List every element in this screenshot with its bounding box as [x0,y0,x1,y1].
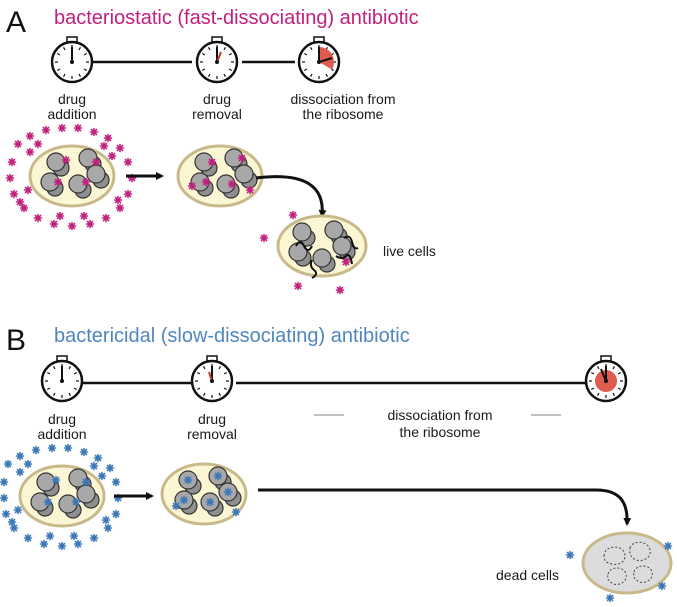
stopwatch-icon [50,35,94,84]
stopwatch-icon [297,35,341,84]
panel-b-step2-line1: drug [198,411,226,427]
panel-b-step3-line2: the ribosome [400,424,481,440]
panel-a-cell-drug-added [28,144,116,208]
panel-a-letter: A [6,6,26,39]
panel-a-outcome: live cells [383,243,436,259]
panel-b-letter: B [6,324,26,357]
panel-b-step3-line1: dissociation from [387,407,492,423]
panel-a-step3-line1: dissociation from [290,91,395,107]
panel-a-cell-drug-removed [176,144,264,208]
stopwatch-icon [584,354,628,403]
panel-a-step2-line2: removal [192,106,242,122]
stopwatch-icon [195,35,239,84]
stopwatch-icon [190,354,234,403]
panel-a-cell-live [276,214,368,279]
panel-b-cell-drug-added [18,464,106,528]
panel-a-title: bacteriostatic (fast-dissociating) antib… [54,7,419,29]
panel-b-step2-line2: removal [187,426,237,442]
panel-b-title: bactericidal (slow-dissociating) antibio… [54,325,410,347]
stopwatch-icon [40,354,84,403]
panel-b-outcome: dead cells [496,567,559,583]
panel-b-step1-line2: addition [37,426,86,442]
panel-a-step1-line2: addition [47,106,96,122]
panel-b-step1-line1: drug [48,411,76,427]
panel-a-step2-line1: drug [203,91,231,107]
panel-a-step1-line1: drug [58,91,86,107]
panel-a-arrow-2 [255,175,327,218]
panel-b-cell-drug-removed [160,462,248,526]
panel-a-step3-line2: the ribosome [303,106,384,122]
panel-b-cell-dead [581,531,673,595]
panel-b-arrow-2 [258,488,632,526]
